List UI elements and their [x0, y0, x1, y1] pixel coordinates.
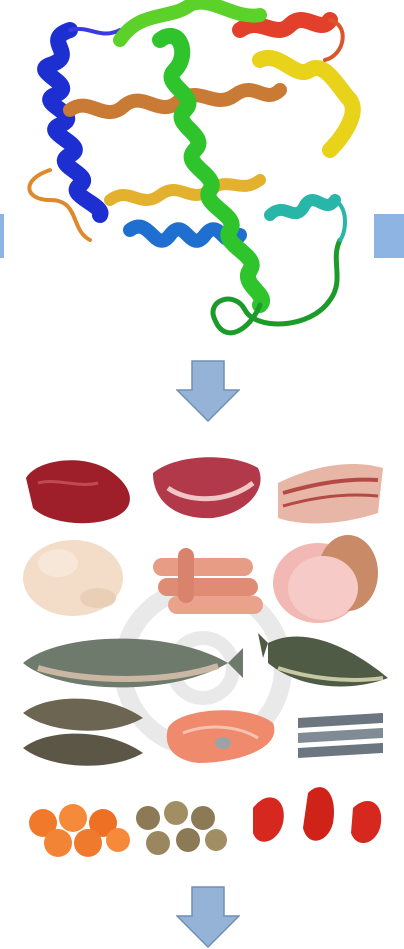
- bacon-illustration: [278, 464, 383, 523]
- left-side-block: [0, 214, 4, 258]
- protein-foods-illustration: [18, 448, 388, 868]
- crayfish-illustration: [253, 787, 381, 843]
- salmon-steak-illustration: [167, 710, 275, 763]
- down-arrow-icon: [176, 360, 240, 422]
- snails-illustration: [136, 801, 227, 855]
- pork-loin-illustration: [153, 457, 261, 518]
- protein-ribbon-illustration: [10, 0, 380, 350]
- beef-illustration: [26, 460, 130, 523]
- sprats-illustration: [298, 713, 383, 758]
- right-side-block: [374, 214, 404, 258]
- blue-helix: [45, 30, 100, 215]
- down-arrow-icon: [176, 886, 240, 948]
- shrimp-illustration: [29, 804, 130, 857]
- yellow-helix: [110, 180, 260, 200]
- carp-fish-illustration: [23, 699, 143, 766]
- raw-chicken-illustration: [23, 540, 123, 616]
- sausages-illustration: [153, 548, 263, 614]
- teal-helix: [270, 200, 335, 215]
- bologna-illustration: [273, 535, 378, 623]
- green-helix: [160, 36, 262, 305]
